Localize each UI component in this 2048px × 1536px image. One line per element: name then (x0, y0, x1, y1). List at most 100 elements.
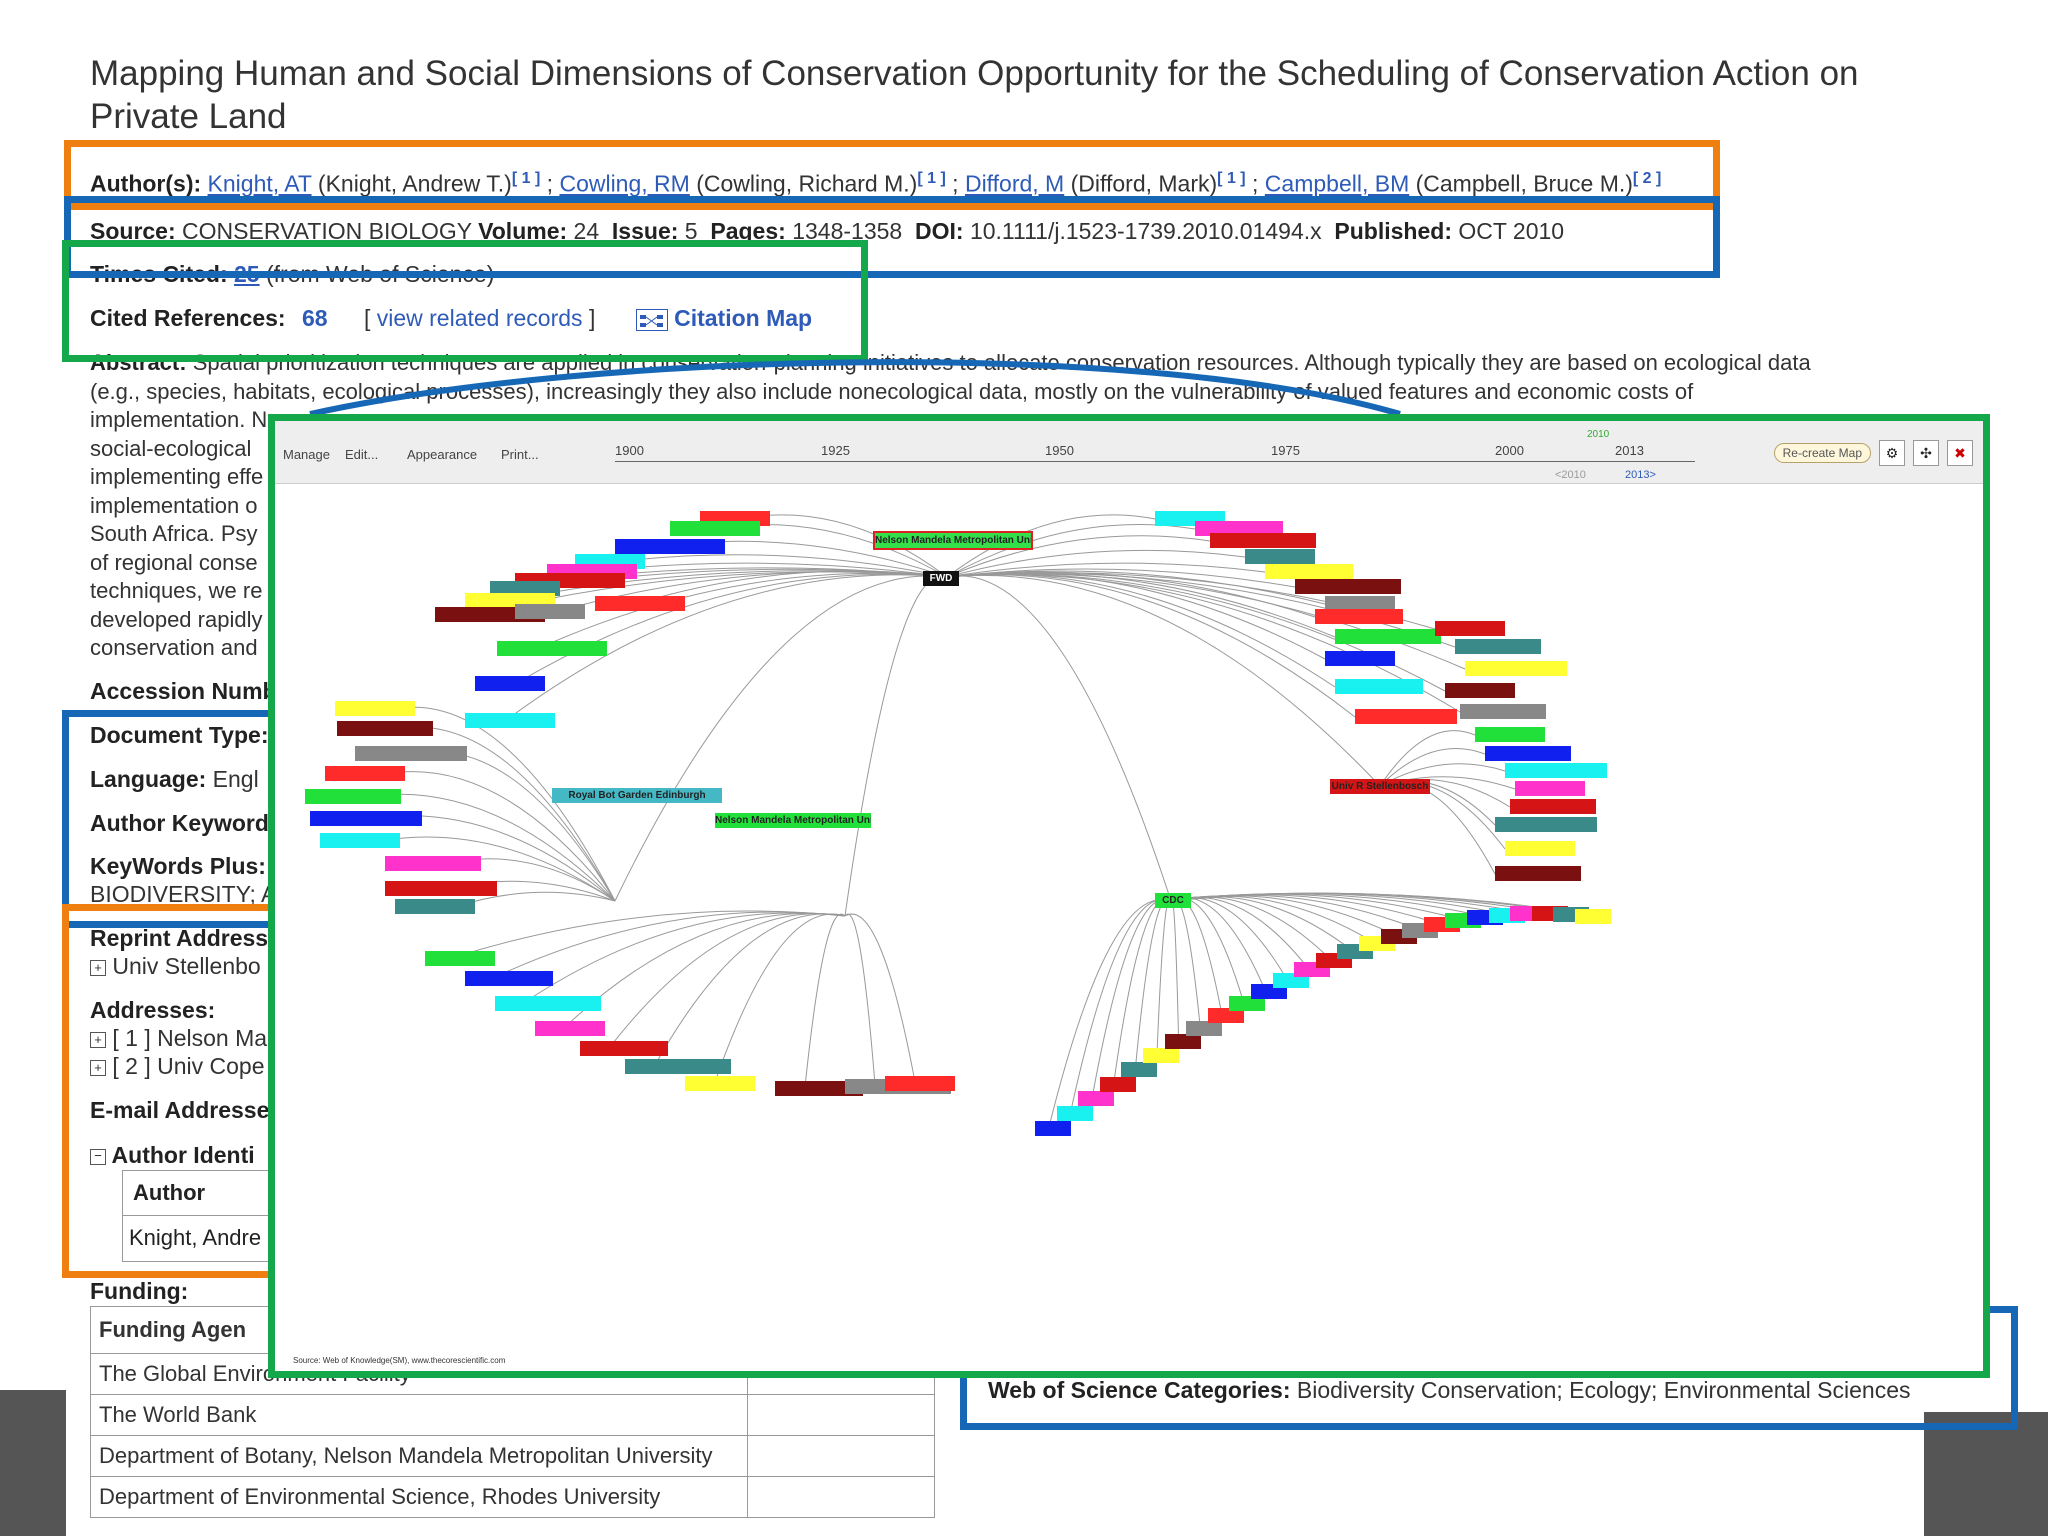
citation-node[interactable] (305, 789, 401, 804)
citation-node[interactable] (1207, 1008, 1244, 1024)
citation-node[interactable] (1229, 995, 1266, 1011)
citation-node[interactable] (320, 833, 400, 848)
citation-node[interactable] (1295, 579, 1401, 594)
hub-node[interactable]: Nelson Mandela Metropolitan Univ (715, 813, 871, 828)
expand-icon[interactable]: + (90, 1031, 106, 1048)
author-ref-difford[interactable]: [ 1 ] (1217, 170, 1246, 187)
citation-node[interactable] (310, 811, 422, 826)
citation-node[interactable] (465, 971, 553, 986)
citation-node[interactable] (1035, 1121, 1071, 1136)
citation-node[interactable] (1143, 1048, 1179, 1064)
citation-node[interactable] (625, 1059, 731, 1074)
citation-node[interactable] (1195, 521, 1283, 536)
menu-edit[interactable]: Edit... (345, 447, 379, 462)
citation-node[interactable] (497, 641, 607, 656)
author-link-difford[interactable]: Difford, M (964, 170, 1065, 197)
zoom-tool-icon[interactable]: ⚙ (1879, 440, 1905, 466)
citation-node[interactable] (1186, 1020, 1223, 1036)
hub-node[interactable]: FWD (923, 571, 959, 586)
citation-node[interactable] (595, 596, 685, 611)
citation-node[interactable] (465, 713, 555, 728)
citation-node[interactable] (1435, 621, 1505, 636)
citation-node[interactable] (1335, 679, 1423, 694)
reprint-address-row[interactable]: + Univ Stellenbo (90, 953, 261, 980)
collapse-icon[interactable]: − (90, 1148, 106, 1165)
citation-node[interactable] (335, 701, 415, 716)
citation-node[interactable] (1505, 841, 1575, 856)
citation-node[interactable] (1245, 549, 1315, 564)
citation-node[interactable] (1515, 781, 1585, 796)
citation-node[interactable] (475, 676, 545, 691)
citation-node[interactable] (1099, 1076, 1136, 1092)
citation-map-link[interactable]: Citation Map (674, 305, 813, 331)
address-row-2[interactable]: + [ 2 ] Univ Cope (90, 1053, 265, 1080)
citation-node[interactable] (325, 766, 405, 781)
citation-map-panel[interactable]: Manage Edit... Appearance Print... 1900 … (268, 414, 1990, 1378)
network-tool-icon[interactable]: ✣ (1913, 440, 1939, 466)
menu-appearance[interactable]: Appearance (407, 447, 478, 462)
citation-node[interactable] (1485, 746, 1571, 761)
author-ref-campbell[interactable]: [ 2 ] (1632, 170, 1662, 187)
citation-node[interactable] (775, 1081, 863, 1096)
citation-node[interactable] (1335, 629, 1441, 644)
citation-node[interactable] (1475, 727, 1545, 742)
citation-map-icon[interactable] (635, 308, 668, 331)
recreate-map-button[interactable]: Re-create Map (1773, 443, 1871, 463)
citation-node[interactable] (490, 581, 560, 596)
citation-node[interactable] (515, 604, 585, 619)
citation-node[interactable] (885, 1076, 955, 1091)
hub-node[interactable]: Univ R Stellenbosch (1330, 779, 1430, 794)
citation-node[interactable] (1121, 1062, 1158, 1078)
author-link-cowling[interactable]: Cowling, RM (559, 170, 690, 197)
citation-node[interactable] (1164, 1034, 1201, 1050)
citation-node[interactable] (1445, 683, 1515, 698)
citation-node[interactable] (337, 721, 433, 736)
range-end-handle[interactable]: 2013> (1625, 469, 1656, 481)
close-map-icon[interactable]: ✖ (1947, 440, 1973, 466)
author-link-campbell[interactable]: Campbell, BM (1264, 170, 1410, 197)
citation-node[interactable] (580, 1041, 668, 1056)
address-row-1[interactable]: + [ 1 ] Nelson Ma (90, 1025, 267, 1052)
citation-node[interactable] (1510, 799, 1596, 814)
citation-node[interactable] (535, 1021, 605, 1036)
citation-node[interactable] (1575, 908, 1611, 924)
author-identifiers-row[interactable]: − Author Identi (90, 1142, 255, 1169)
citation-node[interactable] (1455, 639, 1541, 654)
range-start-handle[interactable]: <2010 (1555, 469, 1586, 481)
citation-node[interactable] (685, 1076, 755, 1091)
citation-node[interactable] (1355, 709, 1457, 724)
citation-node[interactable] (1325, 651, 1395, 666)
citation-node[interactable] (1078, 1091, 1115, 1107)
menu-manage[interactable]: Manage (283, 447, 330, 462)
citation-node[interactable] (1265, 564, 1353, 579)
citation-node[interactable] (425, 951, 495, 966)
cited-refs-link[interactable]: 68 (301, 305, 328, 331)
author-link-knight[interactable]: Knight, AT (207, 170, 312, 197)
citation-node[interactable] (1056, 1106, 1093, 1122)
citation-node[interactable] (1325, 596, 1395, 611)
view-related-records-link[interactable]: view related records (376, 305, 583, 331)
menu-print[interactable]: Print... (501, 447, 539, 462)
citation-node[interactable] (1495, 866, 1581, 881)
citation-node[interactable] (495, 996, 601, 1011)
author-ref-knight[interactable]: [ 1 ] (511, 170, 541, 187)
citation-node[interactable] (1210, 533, 1316, 548)
citation-node[interactable] (1460, 704, 1546, 719)
center-node[interactable]: Nelson Mandela Metropolitan Univ (873, 531, 1033, 550)
hub-node[interactable]: Royal Bot Garden Edinburgh (552, 788, 722, 803)
citation-node[interactable] (670, 521, 760, 536)
expand-icon[interactable]: + (90, 1059, 106, 1076)
citation-node[interactable] (1505, 763, 1607, 778)
expand-icon[interactable]: + (90, 959, 106, 976)
author-full-difford: (Difford, Mark) (1070, 170, 1218, 197)
citation-node[interactable] (1315, 609, 1403, 624)
citation-node[interactable] (385, 856, 481, 871)
citation-node[interactable] (355, 746, 467, 761)
hub-node[interactable]: CDC (1155, 893, 1191, 908)
citation-node[interactable] (385, 881, 497, 896)
citation-node[interactable] (395, 899, 475, 914)
citation-node[interactable] (1495, 817, 1597, 832)
citation-node[interactable] (1465, 661, 1567, 676)
author-ref-cowling[interactable]: [ 1 ] (917, 170, 946, 187)
citation-node[interactable] (615, 539, 725, 554)
